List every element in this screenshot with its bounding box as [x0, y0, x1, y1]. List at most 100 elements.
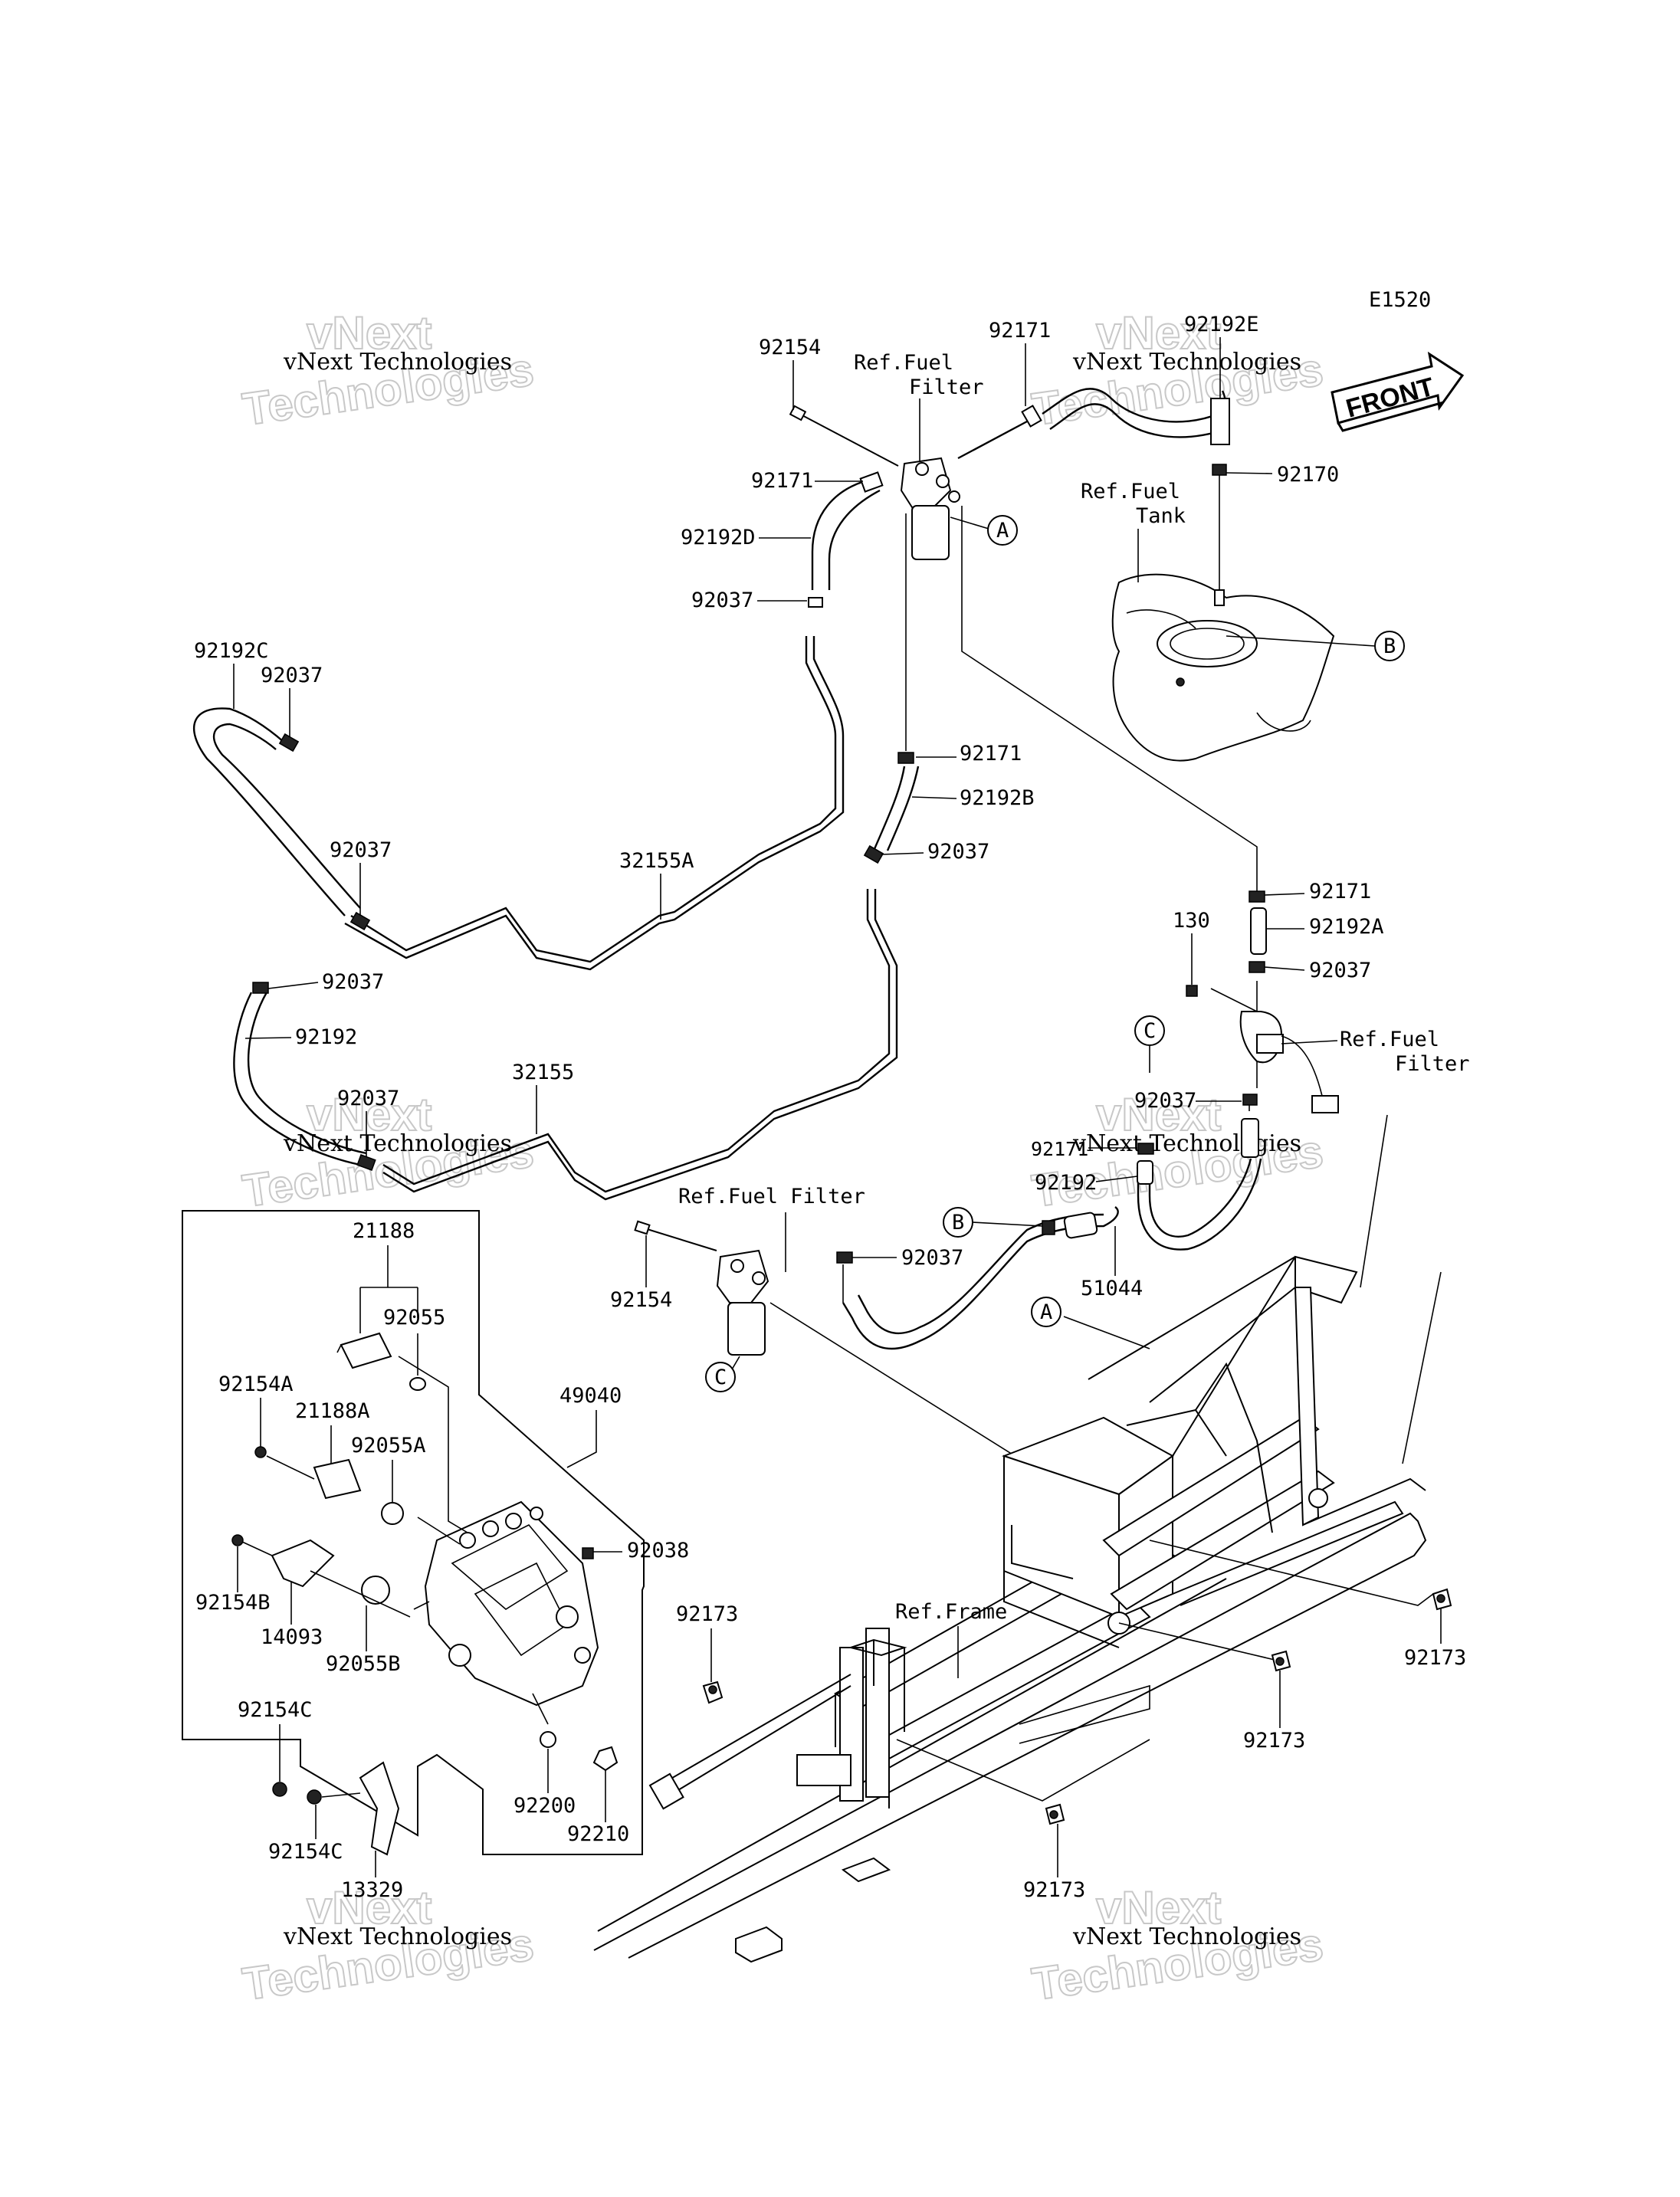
svg-text:14093: 14093	[261, 1625, 323, 1649]
marker-a-top: A	[950, 515, 1018, 546]
svg-text:vNext Technologies: vNext Technologies	[1072, 1923, 1301, 1950]
watermark-mid-left: vNext Technologies vNext Technologies	[238, 1088, 537, 1218]
svg-text:92171: 92171	[989, 319, 1051, 343]
pump-assembly-box	[182, 1210, 645, 1856]
label-92037-l3: 92037	[337, 1087, 399, 1157]
label-92192-cr: 92192	[1035, 1171, 1138, 1195]
svg-text:vNext Technologies: vNext Technologies	[1072, 1130, 1301, 1157]
svg-text:vNext: vNext	[307, 1882, 431, 1933]
svg-text:92037: 92037	[322, 970, 384, 994]
label-92038: 92038	[593, 1539, 689, 1562]
label-92055B: 92055B	[326, 1605, 401, 1676]
svg-text:vNext: vNext	[1096, 307, 1221, 359]
ref-frame: Ref.Frame	[895, 1600, 1007, 1678]
svg-text:B: B	[1383, 635, 1396, 658]
svg-text:92037: 92037	[261, 664, 323, 687]
label-92200: 92200	[514, 1749, 576, 1818]
fuel-filter-right	[1210, 981, 1339, 1113]
label-92192: 92192	[244, 1025, 357, 1049]
label-92037-l2: 92037	[267, 970, 384, 994]
clip-92173-c	[1271, 1650, 1291, 1672]
svg-text:92173: 92173	[676, 1602, 738, 1626]
diagram-code: E1520	[1369, 288, 1431, 312]
svg-text:92037: 92037	[1309, 959, 1371, 982]
ref-fuel-filter-right: Ref.Fuel Filter	[1281, 1028, 1470, 1076]
svg-text:49040: 49040	[559, 1384, 622, 1408]
svg-text:92037: 92037	[1134, 1089, 1196, 1113]
label-92154C-b: 92154C	[268, 1805, 343, 1864]
svg-text:92038: 92038	[627, 1539, 689, 1562]
svg-text:vNext: vNext	[307, 1089, 431, 1140]
label-92154B: 92154B	[195, 1546, 271, 1615]
label-92210: 92210	[567, 1770, 629, 1846]
clip-92173-b	[1432, 1588, 1452, 1611]
svg-text:92055A: 92055A	[351, 1434, 426, 1458]
svg-text:Tank: Tank	[1136, 504, 1186, 528]
svg-text:vNext Technologies: vNext Technologies	[283, 1923, 512, 1950]
label-92192E: 92192E	[1184, 313, 1259, 398]
svg-text:Ref.Frame: Ref.Frame	[895, 1600, 1007, 1624]
label-92037-cr: 92037	[1134, 1089, 1242, 1113]
label-92037-r: 92037	[1264, 959, 1371, 982]
label-21188A: 21188A	[295, 1399, 370, 1464]
svg-text:92154B: 92154B	[195, 1591, 271, 1615]
label-92037-left: 92037	[330, 838, 392, 916]
label-92154-mid: 92154	[610, 1235, 672, 1312]
svg-text:92154: 92154	[610, 1288, 672, 1312]
svg-text:92192A: 92192A	[1309, 915, 1384, 939]
svg-text:92173: 92173	[1023, 1878, 1085, 1902]
marker-c-mid: C	[705, 1356, 740, 1392]
svg-text:92192: 92192	[295, 1025, 357, 1049]
svg-text:92192D: 92192D	[681, 526, 756, 549]
svg-text:51044: 51044	[1081, 1277, 1143, 1300]
svg-text:92154A: 92154A	[218, 1372, 294, 1396]
label-92171-r: 92171	[1264, 880, 1371, 903]
clip-92173-d	[1045, 1803, 1065, 1825]
svg-text:vNext: vNext	[1096, 1089, 1221, 1140]
label-92055: 92055	[383, 1306, 445, 1376]
svg-text:A: A	[996, 519, 1009, 543]
vehicle-frame	[593, 1114, 1442, 1963]
ref-fuel-filter-mid: Ref.Fuel Filter	[678, 1185, 865, 1272]
label-92173-c: 92173	[1243, 1671, 1305, 1753]
label-92171-left: 92171	[751, 469, 863, 493]
svg-text:vNext: vNext	[307, 307, 431, 359]
svg-text:130: 130	[1173, 909, 1210, 933]
svg-text:92192: 92192	[1035, 1171, 1097, 1195]
svg-text:92171: 92171	[1309, 880, 1371, 903]
svg-text:92173: 92173	[1243, 1729, 1305, 1753]
label-92154C-a: 92154C	[238, 1698, 313, 1782]
svg-text:Ref.Fuel: Ref.Fuel	[854, 351, 953, 375]
ref-fuel-tank: Ref.Fuel Tank	[1081, 480, 1186, 582]
label-92192A: 92192A	[1266, 915, 1384, 939]
label-92192D: 92192D	[681, 526, 811, 549]
svg-text:92055: 92055	[383, 1306, 445, 1330]
fuel-filter-top	[789, 405, 960, 560]
watermark-top-right: vNext Technologies vNext Technologies	[1028, 307, 1327, 436]
svg-text:21188: 21188	[353, 1219, 415, 1243]
svg-text:vNext Technologies: vNext Technologies	[1072, 349, 1301, 375]
marker-b-tank: B	[1226, 631, 1405, 661]
svg-text:92173: 92173	[1404, 1646, 1466, 1670]
label-92173-a: 92173	[676, 1602, 738, 1682]
svg-text:B: B	[952, 1211, 964, 1235]
svg-text:Filter: Filter	[909, 375, 984, 399]
svg-text:Ref.Fuel: Ref.Fuel	[1340, 1028, 1439, 1051]
svg-text:92210: 92210	[567, 1822, 629, 1846]
label-92037-top: 92037	[691, 589, 807, 612]
svg-text:32155: 32155	[512, 1061, 574, 1084]
svg-text:92171: 92171	[751, 469, 813, 493]
svg-text:21188A: 21188A	[295, 1399, 370, 1423]
label-92173-b: 92173	[1404, 1608, 1466, 1670]
svg-text:92154: 92154	[759, 336, 821, 359]
marker-a-frame: A	[1031, 1297, 1061, 1327]
front-arrow-icon: FRONT	[1331, 351, 1465, 432]
label-14093: 14093	[261, 1582, 323, 1649]
watermark-top-left: vNext Technologies vNext Technologies	[238, 307, 537, 436]
svg-text:92171: 92171	[1031, 1138, 1088, 1160]
svg-text:92154C: 92154C	[238, 1698, 313, 1722]
svg-text:92154C: 92154C	[268, 1840, 343, 1864]
svg-text:13329: 13329	[341, 1878, 403, 1902]
svg-text:vNext Technologies: vNext Technologies	[283, 349, 512, 375]
